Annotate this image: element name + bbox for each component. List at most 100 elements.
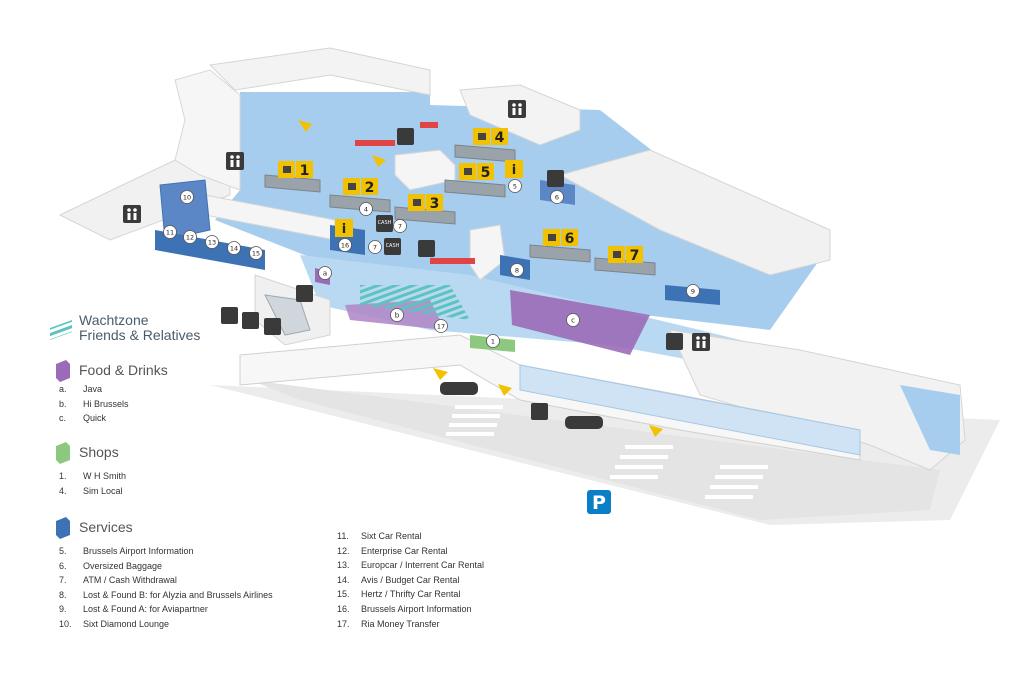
legend-food-title: Food & Drinks: [79, 362, 168, 378]
legend-shops-list: 1.W H Smith 4.Sim Local: [59, 469, 126, 498]
svg-text:6: 6: [555, 194, 559, 202]
legend-item: b.Hi Brussels: [59, 398, 129, 409]
svg-text:5: 5: [513, 183, 517, 191]
rental-desks: [155, 230, 265, 270]
atm-icon: CASH CASH: [376, 215, 401, 255]
svg-text:10: 10: [183, 194, 191, 202]
legend-services-list-2: 11.Sixt Car Rental 12.Enterprise Car Ren…: [337, 529, 484, 631]
arrow-icons: [298, 120, 663, 437]
svg-text:a: a: [323, 270, 327, 278]
crosswalks: [446, 405, 768, 499]
wall-north-west: [208, 47, 431, 96]
east-wing: [669, 329, 966, 471]
svg-text:3: 3: [430, 196, 440, 212]
food-marker-c: c: [566, 313, 580, 327]
taxi-icon: [440, 382, 603, 429]
marker-5: 5: [508, 179, 522, 193]
legend-item: c.Quick: [59, 413, 107, 424]
glass-facade: [519, 364, 861, 456]
food-swatch: [56, 360, 70, 382]
svg-text:17: 17: [437, 323, 445, 331]
waiting-swatch: [50, 320, 72, 340]
svg-text:7: 7: [398, 223, 402, 231]
marker-15: 15: [249, 246, 263, 260]
svg-text:5: 5: [481, 165, 491, 181]
svg-text:CASH: CASH: [378, 220, 392, 226]
legend-waiting-line1: Wachtzone: [79, 312, 149, 328]
services-swatch: [56, 517, 70, 539]
waiting-zone-map: [360, 285, 470, 320]
svg-text:1: 1: [491, 338, 495, 346]
legend-item: 13.Europcar / Interrent Car Rental: [337, 560, 485, 571]
lounge-10: [159, 179, 211, 241]
svg-text:i: i: [342, 222, 346, 237]
marker-7: 7: [368, 240, 382, 254]
svg-text:7: 7: [630, 248, 640, 264]
wall-west-top: [174, 69, 241, 191]
marker-6: 6: [550, 190, 564, 204]
front-facade: [239, 334, 861, 461]
legend-item: 9.Lost & Found A: for Aviapartner: [59, 604, 208, 615]
legend-waiting: Wachtzone Friends & Relatives: [79, 313, 200, 343]
legend-swatches: [50, 320, 72, 539]
marker-12: 12: [183, 230, 197, 244]
legend-item: 5.Brussels Airport Information: [59, 546, 194, 556]
baggage-belt-7: 7: [608, 246, 643, 264]
baggage-belt-2: 2: [343, 178, 378, 196]
legend-item: 8.Lost & Found B: for Alyzia and Brussel…: [59, 589, 273, 600]
legend-item: 10.Sixt Diamond Lounge: [59, 618, 170, 629]
transport-icons: [221, 128, 683, 420]
svg-text:CASH: CASH: [386, 243, 400, 249]
marker-8: 8: [510, 263, 524, 277]
svg-text:14: 14: [230, 245, 238, 253]
marker-14: 14: [227, 241, 241, 255]
baggage-belt-1: 1: [278, 161, 313, 179]
wall-inner-2: [394, 149, 456, 191]
svg-text:P: P: [592, 492, 606, 514]
baggage-belt-5: 5: [459, 163, 494, 181]
legend-item: 16.Brussels Airport Information: [337, 603, 472, 614]
legend-item: 6.Oversized Baggage: [59, 560, 163, 571]
food-marker-a: a: [318, 266, 332, 280]
svg-text:9: 9: [691, 288, 695, 296]
shops-swatch: [56, 442, 70, 464]
svg-text:11: 11: [166, 229, 174, 237]
legend-item: 1.W H Smith: [59, 471, 127, 481]
svg-text:2: 2: [365, 180, 375, 196]
marker-17: 17: [434, 319, 448, 333]
legend-item: 12.Enterprise Car Rental: [337, 545, 448, 556]
east-wing-floor: [900, 385, 960, 455]
legend-item: 14.Avis / Budget Car Rental: [337, 574, 460, 585]
legend-services-title: Services: [79, 519, 133, 535]
barriers: [355, 122, 475, 264]
legend-item: 17.Ria Money Transfer: [337, 618, 440, 629]
marker-10: 10: [180, 190, 194, 204]
marker-16: 16: [338, 238, 352, 252]
marker-11: 11: [163, 225, 177, 239]
food-c-quick: [510, 290, 650, 355]
baggage-belt-4: 4: [473, 128, 508, 146]
svg-text:c: c: [571, 317, 575, 325]
svg-text:8: 8: [515, 267, 519, 275]
svg-text:7: 7: [373, 244, 377, 252]
marker-4: 4: [359, 202, 373, 216]
legend-item: a.Java: [59, 384, 103, 394]
marker-7: 7: [393, 219, 407, 233]
legend-item: 15.Hertz / Thrifty Car Rental: [337, 589, 461, 600]
legend-services-list: 5.Brussels Airport Information 6.Oversiz…: [59, 544, 273, 632]
legend-food-list: a.Java b.Hi Brussels c.Quick: [59, 382, 129, 426]
info-icon: i i: [335, 160, 523, 237]
svg-text:1: 1: [300, 163, 310, 179]
marker-13: 13: [205, 235, 219, 249]
food-marker-b: b: [390, 308, 404, 322]
legend-item: 4.Sim Local: [59, 485, 123, 496]
svg-text:6: 6: [565, 231, 575, 247]
parking-icon: P: [587, 490, 611, 514]
legend-waiting-line2: Friends & Relatives: [79, 327, 201, 343]
road-lane: [250, 380, 940, 520]
legend-shops-title: Shops: [79, 444, 119, 460]
wall-east: [558, 149, 831, 276]
svg-text:4: 4: [364, 206, 368, 214]
svg-text:i: i: [512, 163, 516, 178]
